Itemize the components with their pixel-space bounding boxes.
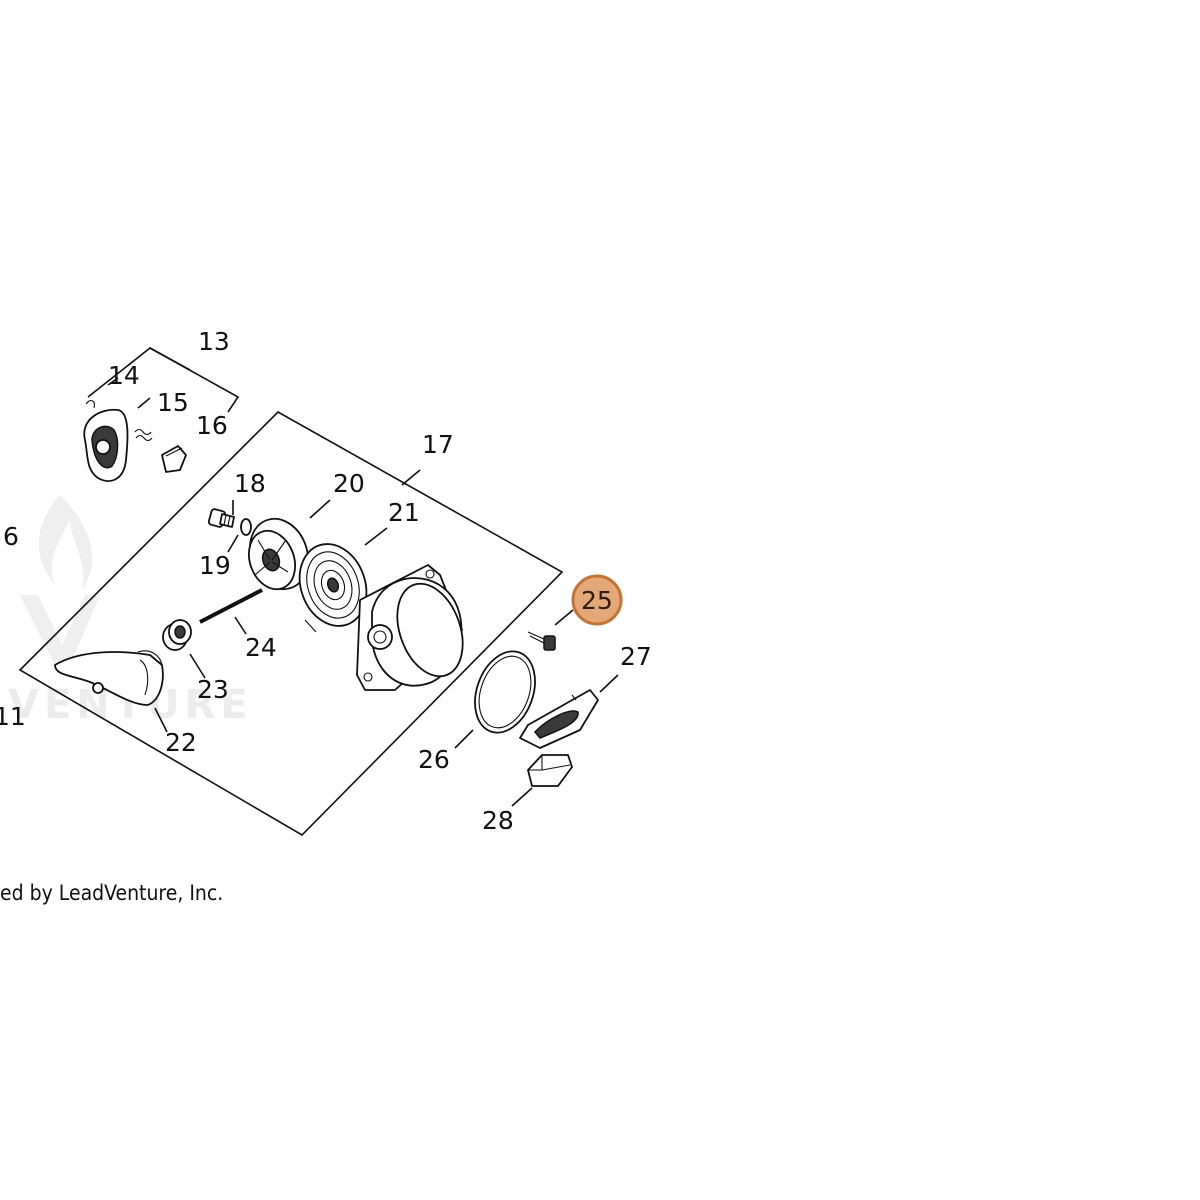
callout-16[interactable]: 16 bbox=[196, 411, 228, 440]
part-pawl-cover bbox=[83, 399, 129, 482]
callout-18[interactable]: 18 bbox=[234, 469, 266, 498]
callout-edge-11[interactable]: 11 bbox=[0, 702, 26, 731]
copyright-text: ed by LeadVenture, Inc. bbox=[0, 881, 223, 905]
part-oring-26 bbox=[474, 650, 536, 734]
callout-19[interactable]: 19 bbox=[199, 551, 231, 580]
callout-14[interactable]: 14 bbox=[108, 361, 140, 390]
callout-28[interactable]: 28 bbox=[482, 806, 514, 835]
callout-17[interactable]: 17 bbox=[422, 430, 454, 459]
part-bolt-18 bbox=[207, 508, 235, 528]
part-grommet-23 bbox=[162, 619, 192, 651]
callout-15[interactable]: 15 bbox=[157, 388, 189, 417]
assembly-frame-17 bbox=[18, 411, 564, 837]
callout-23[interactable]: 23 bbox=[197, 675, 229, 704]
callout-26[interactable]: 26 bbox=[418, 745, 450, 774]
part-handle-22 bbox=[54, 650, 164, 706]
callout-13[interactable]: 13 bbox=[198, 327, 230, 356]
part-spring-15 bbox=[134, 428, 153, 442]
part-damper-28 bbox=[527, 754, 573, 787]
part-starter-housing-17 bbox=[356, 564, 464, 691]
callout-22[interactable]: 22 bbox=[165, 728, 197, 757]
part-bracket-27 bbox=[519, 689, 599, 749]
part-rope-24 bbox=[199, 588, 263, 624]
callout-edge-6[interactable]: 6 bbox=[3, 522, 19, 551]
part-spiral-spring-21 bbox=[298, 543, 368, 633]
part-reel-20 bbox=[248, 517, 309, 591]
callout-24[interactable]: 24 bbox=[245, 633, 277, 662]
watermark-logo bbox=[20, 495, 100, 665]
part-block-16 bbox=[161, 445, 187, 473]
highlight-circle-25 bbox=[571, 574, 623, 626]
callout-21[interactable]: 21 bbox=[388, 498, 420, 527]
bracket-13 bbox=[87, 347, 240, 413]
callout-27[interactable]: 27 bbox=[620, 642, 652, 671]
part-screw-25 bbox=[527, 631, 556, 651]
part-washer-19 bbox=[240, 518, 252, 536]
leader-lines bbox=[154, 469, 619, 807]
callout-20[interactable]: 20 bbox=[333, 469, 365, 498]
callout-25[interactable]: 25 bbox=[581, 586, 613, 615]
